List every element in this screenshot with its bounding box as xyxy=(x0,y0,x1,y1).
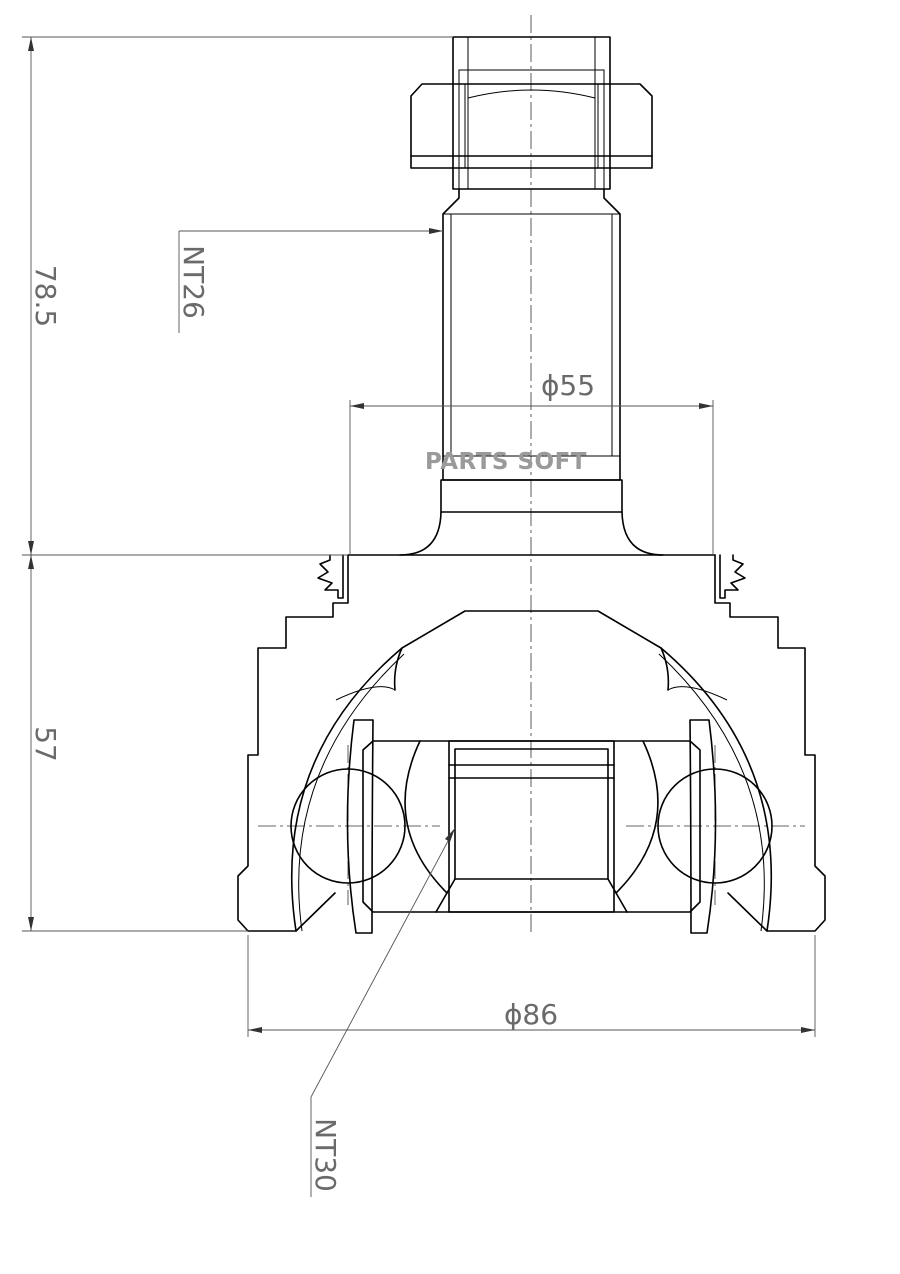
leader-nt30: NT30 xyxy=(309,827,456,1197)
centerlines xyxy=(258,15,805,935)
cage-and-race xyxy=(335,647,728,934)
dimension-57: 57 xyxy=(22,555,248,932)
dimension-phi86: ϕ86 xyxy=(247,935,816,1037)
nt30-label: NT30 xyxy=(309,1118,342,1192)
dimension-phi86-label: ϕ86 xyxy=(504,998,558,1031)
dimension-57-label: 57 xyxy=(29,726,62,762)
ball-right xyxy=(657,768,773,884)
stub-and-nut xyxy=(347,36,716,556)
leader-nt26: NT26 xyxy=(177,228,443,333)
dimension-78-5-label: 78.5 xyxy=(29,265,62,327)
watermark: PARTS SOFT xyxy=(425,449,587,475)
nt26-label: NT26 xyxy=(177,245,210,319)
ball-left xyxy=(290,768,406,884)
dimension-phi55-label: ϕ55 xyxy=(541,369,595,402)
dimension-78-5: 78.5 xyxy=(22,36,453,556)
balls xyxy=(290,768,773,884)
outer-housing xyxy=(237,554,826,932)
dimension-phi55: ϕ55 xyxy=(349,369,714,555)
